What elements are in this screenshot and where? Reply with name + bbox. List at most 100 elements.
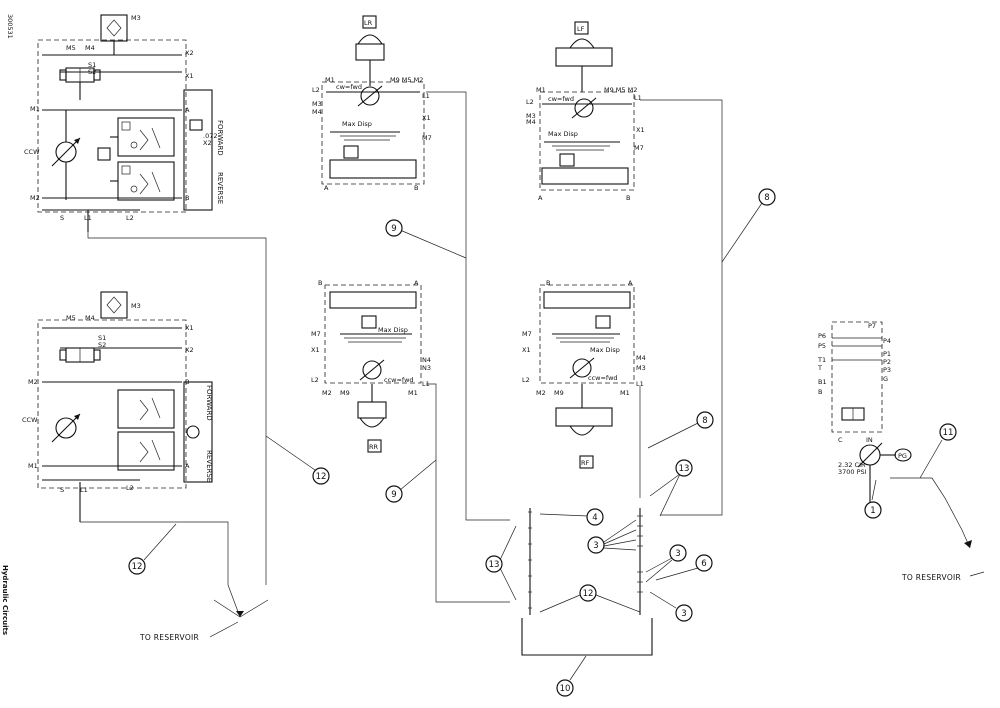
svg-text:M7: M7 xyxy=(634,144,644,152)
motor-lr: LR M1 cw=fwd M9 M5 M2 L2 M3 M4 L1 Max Di… xyxy=(312,15,432,192)
svg-text:L1: L1 xyxy=(636,380,644,388)
svg-text:PG: PG xyxy=(898,452,907,460)
svg-text:4: 4 xyxy=(592,513,597,523)
svg-text:X1: X1 xyxy=(422,114,431,122)
svg-text:M1: M1 xyxy=(30,105,40,113)
svg-text:cw=fwd: cw=fwd xyxy=(548,95,574,103)
svg-text:9: 9 xyxy=(391,224,396,234)
svg-text:T: T xyxy=(817,364,822,372)
svg-text:M2: M2 xyxy=(30,194,40,202)
svg-text:11: 11 xyxy=(943,428,954,438)
svg-text:X2: X2 xyxy=(203,139,212,147)
svg-text:cw=fwd: cw=fwd xyxy=(336,83,362,91)
svg-text:N3: N3 xyxy=(422,364,431,372)
svg-text:M5: M5 xyxy=(66,314,76,322)
svg-text:M9 M5 M2: M9 M5 M2 xyxy=(390,76,423,84)
svg-text:6: 6 xyxy=(701,559,706,569)
svg-text:M3: M3 xyxy=(636,364,646,372)
svg-text:Max Disp: Max Disp xyxy=(378,326,408,334)
svg-text:L2: L2 xyxy=(126,214,134,222)
svg-text:A: A xyxy=(538,194,543,202)
svg-text:M2: M2 xyxy=(322,389,332,397)
svg-text:A: A xyxy=(185,462,190,470)
svg-text:M2: M2 xyxy=(28,378,38,386)
svg-text:M1: M1 xyxy=(536,86,546,94)
svg-text:P5: P5 xyxy=(818,342,826,350)
svg-text:S: S xyxy=(60,486,64,494)
svg-text:M1: M1 xyxy=(325,76,335,84)
svg-text:M3: M3 xyxy=(526,112,536,120)
svg-text:S2: S2 xyxy=(88,68,96,76)
svg-text:G: G xyxy=(883,375,888,383)
svg-text:1: 1 xyxy=(870,506,875,516)
svg-text:L2: L2 xyxy=(522,376,530,384)
svg-text:RR: RR xyxy=(369,443,379,451)
svg-text:B1: B1 xyxy=(818,378,827,386)
svg-text:REVERSE: REVERSE xyxy=(205,450,213,482)
svg-text:C: C xyxy=(838,436,843,444)
svg-text:3: 3 xyxy=(675,549,680,559)
manifold xyxy=(521,508,653,656)
svg-text:3: 3 xyxy=(593,541,598,551)
svg-text:P3: P3 xyxy=(883,366,891,374)
svg-text:FORWARD: FORWARD xyxy=(205,385,213,421)
svg-text:M4: M4 xyxy=(312,108,322,116)
svg-text:P6: P6 xyxy=(818,332,826,340)
svg-text:M1: M1 xyxy=(408,389,418,397)
svg-text:X1: X1 xyxy=(311,346,320,354)
svg-text:M9 M5 M2: M9 M5 M2 xyxy=(604,86,637,94)
svg-text:B: B xyxy=(185,194,189,202)
svg-text:X2: X2 xyxy=(185,346,194,354)
svg-text:3700 PSI: 3700 PSI xyxy=(838,468,867,476)
aux-pump: P7 P6 P5 P4 P1 T1 T P2 P3 G B1 B C IN PG… xyxy=(817,321,912,502)
svg-text:M5: M5 xyxy=(66,44,76,52)
svg-text:M2: M2 xyxy=(536,389,546,397)
svg-text:T1: T1 xyxy=(817,356,826,364)
svg-text:A: A xyxy=(324,184,329,192)
svg-text:M4: M4 xyxy=(636,354,646,362)
svg-text:L2: L2 xyxy=(311,376,319,384)
svg-text:B: B xyxy=(414,184,418,192)
svg-text:X1: X1 xyxy=(636,126,645,134)
svg-text:Max Disp: Max Disp xyxy=(342,120,372,128)
svg-text:B: B xyxy=(626,194,630,202)
side-title: Hydraulic Circuits xyxy=(1,565,9,635)
svg-text:N4: N4 xyxy=(422,356,431,364)
svg-text:L2: L2 xyxy=(312,86,320,94)
svg-text:S2: S2 xyxy=(98,341,106,349)
svg-text:M3: M3 xyxy=(312,100,322,108)
svg-text:A: A xyxy=(185,106,190,114)
hoses xyxy=(80,91,972,618)
svg-text:Max Disp: Max Disp xyxy=(548,130,578,138)
svg-text:RF: RF xyxy=(581,459,590,467)
svg-text:8: 8 xyxy=(764,193,769,203)
svg-text:M7: M7 xyxy=(422,134,432,142)
svg-text:M4: M4 xyxy=(526,118,536,126)
svg-text:CCW: CCW xyxy=(22,416,38,424)
svg-text:P4: P4 xyxy=(883,337,891,345)
svg-text:L1: L1 xyxy=(634,94,642,102)
svg-text:S1: S1 xyxy=(88,61,96,69)
svg-text:L1: L1 xyxy=(422,380,430,388)
svg-text:A: A xyxy=(628,279,633,287)
svg-text:13: 13 xyxy=(489,560,500,570)
svg-text:L1: L1 xyxy=(422,92,430,100)
motor-rr: B A Max Disp M7 X1 N4 N3 ccw=fwd L2 L1 M… xyxy=(311,279,431,453)
svg-text:L2: L2 xyxy=(526,98,534,106)
svg-text:ccw=fwd: ccw=fwd xyxy=(588,374,618,382)
svg-text:REVERSE: REVERSE xyxy=(216,172,224,204)
svg-text:M4: M4 xyxy=(85,314,95,322)
svg-text:13: 13 xyxy=(679,464,690,474)
svg-text:B: B xyxy=(546,279,550,287)
svg-text:FORWARD: FORWARD xyxy=(216,120,224,156)
svg-text:X1: X1 xyxy=(185,324,194,332)
motor-rf: B A Max Disp M7 X1 M4 M3 ccw=fwd L2 L1 M… xyxy=(522,279,646,469)
balloon-callouts: 8 9 9 12 12 8 13 4 3 xyxy=(128,188,957,697)
reservoir-label-left: TO RESERVOIR xyxy=(139,633,199,642)
svg-text:LR: LR xyxy=(364,19,373,27)
svg-text:M7: M7 xyxy=(311,330,321,338)
svg-text:ccw=fwd: ccw=fwd xyxy=(384,376,414,384)
svg-text:LF: LF xyxy=(577,25,585,33)
